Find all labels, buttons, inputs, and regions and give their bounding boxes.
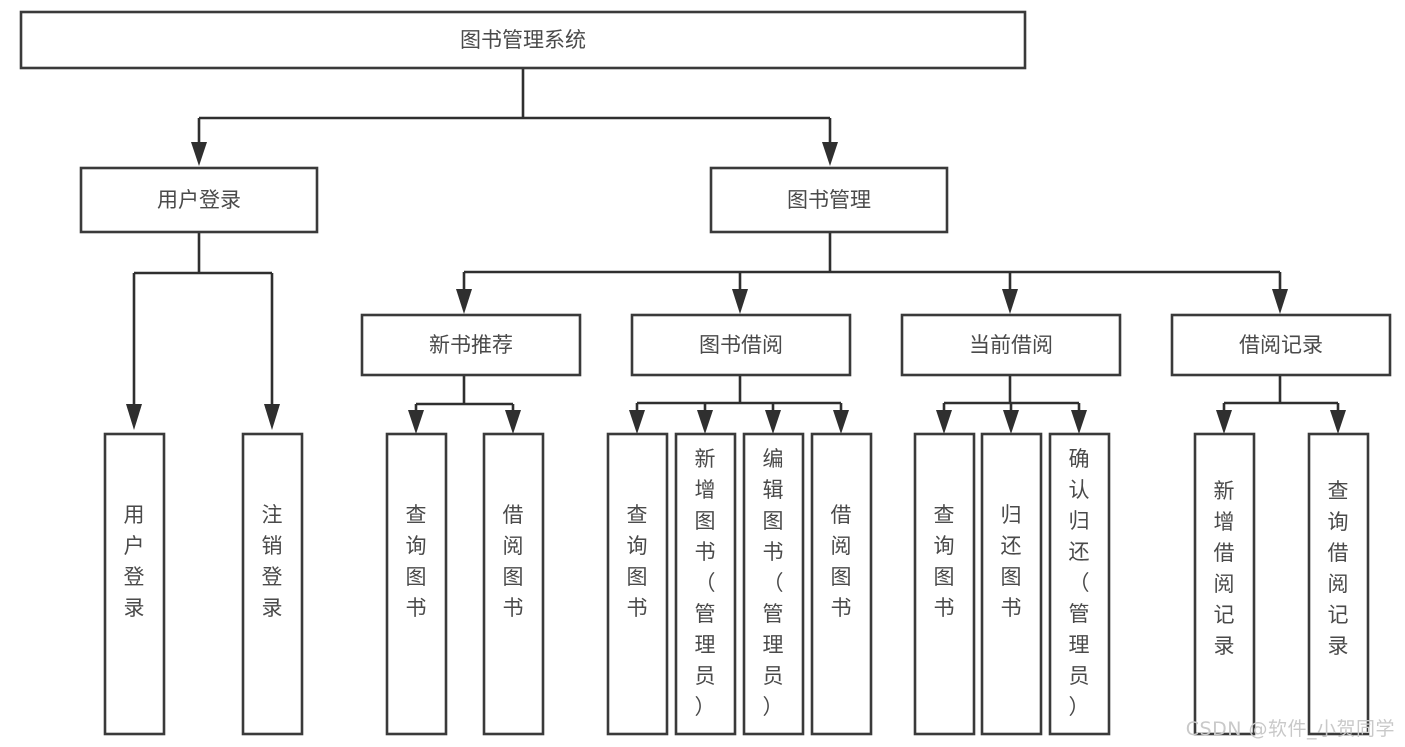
leaf-borrowrecord-query-label: 查询借阅记录 xyxy=(1328,479,1349,658)
leaf-bookborrow-edit-label: 编辑图书（管理员） xyxy=(763,447,784,719)
node-root-label: 图书管理系统 xyxy=(460,28,586,52)
node-root[interactable]: 图书管理系统 xyxy=(19,10,1027,70)
node-new-book-recommend-box[interactable] xyxy=(360,313,582,377)
arrow-head-borrow-record xyxy=(1272,289,1288,314)
leaf-currentborrow-return-box[interactable] xyxy=(980,432,1043,736)
leaf-node[interactable]: 查询图书 xyxy=(606,432,669,736)
leaf-currentborrow-query-label: 查询图书 xyxy=(934,503,955,620)
leaf-borrowrecord-query-box[interactable] xyxy=(1307,432,1370,736)
leaf-currentborrow-confirm-box[interactable] xyxy=(1048,432,1111,736)
node-borrow-record-label: 借阅记录 xyxy=(1239,333,1323,357)
arrow-head-user-login xyxy=(191,142,207,166)
connector-group-book-mgmt xyxy=(456,232,1288,314)
arrow-head-leaf-book-borrow-4 xyxy=(833,410,849,434)
node-current-borrow[interactable]: 当前借阅 xyxy=(900,313,1122,377)
leaf-node[interactable]: 查询图书 xyxy=(913,432,976,736)
leaf-borrowrecord-add-box[interactable] xyxy=(1193,432,1256,736)
arrow-head-leaf-new-book-2 xyxy=(505,410,521,434)
leaf-bookborrow-edit-box[interactable] xyxy=(742,432,805,736)
arrow-head-book-mgmt xyxy=(822,142,838,166)
arrow-head-new-book xyxy=(456,289,472,314)
leaf-user-login-label: 用户登录 xyxy=(124,503,145,620)
node-new-book-recommend[interactable]: 新书推荐 xyxy=(360,313,582,377)
arrow-head-leaf-book-borrow-1 xyxy=(629,410,645,434)
leaf-bookborrow-borrow-label: 借阅图书 xyxy=(831,503,852,620)
leaf-newbook-query-box[interactable] xyxy=(385,432,448,736)
node-book-borrow[interactable]: 图书借阅 xyxy=(630,313,852,377)
arrow-head-leaf-book-borrow-3 xyxy=(765,410,781,434)
arrow-head-leaf-book-borrow-2 xyxy=(697,410,713,434)
leaf-node[interactable]: 借阅图书 xyxy=(810,432,873,736)
node-book-management[interactable]: 图书管理 xyxy=(709,166,949,234)
leaf-currentborrow-return-label: 归还图书 xyxy=(1001,503,1022,620)
node-root-box[interactable] xyxy=(19,10,1027,70)
connector-group-root xyxy=(191,68,838,166)
leaf-node[interactable]: 查询借阅记录 xyxy=(1307,432,1370,736)
node-book-borrow-box[interactable] xyxy=(630,313,852,377)
leaf-node[interactable]: 确认归还（管理员） xyxy=(1048,432,1111,736)
arrow-head-leaf-new-book-1 xyxy=(408,410,424,434)
leaf-node[interactable]: 查询图书 xyxy=(385,432,448,736)
leaf-node[interactable]: 借阅图书 xyxy=(482,432,545,736)
leaf-newbook-borrow-box[interactable] xyxy=(482,432,545,736)
node-current-borrow-label: 当前借阅 xyxy=(969,333,1053,357)
node-current-borrow-box[interactable] xyxy=(900,313,1122,377)
arrow-head-leaf-current-borrow-1 xyxy=(936,410,952,434)
arrow-head-leaf-current-borrow-2 xyxy=(1003,410,1019,434)
node-user-login-label: 用户登录 xyxy=(157,188,241,212)
arrow-head-book-borrow xyxy=(732,289,748,314)
node-borrow-record[interactable]: 借阅记录 xyxy=(1170,313,1392,377)
leaf-currentborrow-confirm-label: 确认归还（管理员） xyxy=(1069,447,1090,719)
node-borrow-record-box[interactable] xyxy=(1170,313,1392,377)
leaf-node[interactable]: 归还图书 xyxy=(980,432,1043,736)
leaf-currentborrow-query-box[interactable] xyxy=(913,432,976,736)
leaf-bookborrow-add-label: 新增图书（管理员） xyxy=(695,447,716,719)
arrow-head-current-borrow xyxy=(1002,289,1018,314)
leaf-node[interactable]: 新增借阅记录 xyxy=(1193,432,1256,736)
arrow-head-leaf-user-login-2 xyxy=(264,404,280,430)
leaf-bookborrow-add-box[interactable] xyxy=(674,432,737,736)
leaf-newbook-borrow-label: 借阅图书 xyxy=(503,503,524,620)
leaf-user-login-box[interactable] xyxy=(103,432,166,736)
arrow-head-leaf-borrow-record-2 xyxy=(1330,410,1346,434)
connector-group-borrow-record xyxy=(1216,375,1346,434)
leaf-node[interactable]: 新增图书（管理员） xyxy=(674,432,737,736)
node-book-borrow-label: 图书借阅 xyxy=(699,333,783,357)
leaf-logout-label: 注销登录 xyxy=(262,503,283,620)
leaf-borrowrecord-add-label: 新增借阅记录 xyxy=(1214,479,1235,658)
connector-group-user-login xyxy=(126,232,280,430)
connector-group-current-borrow xyxy=(936,375,1087,434)
csdn-watermark: CSDN @软件_小贺同学 xyxy=(1185,718,1395,740)
node-new-book-recommend-label: 新书推荐 xyxy=(429,333,513,357)
node-user-login-box[interactable] xyxy=(79,166,319,234)
leaf-logout-box[interactable] xyxy=(241,432,304,736)
arrow-head-leaf-borrow-record-1 xyxy=(1216,410,1232,434)
leaf-bookborrow-query-box[interactable] xyxy=(606,432,669,736)
leaf-node[interactable]: 用户登录 xyxy=(103,432,166,736)
connector-group-new-book xyxy=(408,375,521,434)
node-book-management-label: 图书管理 xyxy=(787,188,871,212)
arrow-head-leaf-user-login-1 xyxy=(126,404,142,430)
node-user-login[interactable]: 用户登录 xyxy=(79,166,319,234)
leaf-bookborrow-borrow-box[interactable] xyxy=(810,432,873,736)
leaf-bookborrow-query-label: 查询图书 xyxy=(627,503,648,620)
connector-group-book-borrow xyxy=(629,375,849,434)
arrow-head-leaf-current-borrow-3 xyxy=(1071,410,1087,434)
node-book-management-box[interactable] xyxy=(709,166,949,234)
leaf-newbook-query-label: 查询图书 xyxy=(406,503,427,620)
leaf-node[interactable]: 编辑图书（管理员） xyxy=(742,432,805,736)
leaf-node[interactable]: 注销登录 xyxy=(241,432,304,736)
